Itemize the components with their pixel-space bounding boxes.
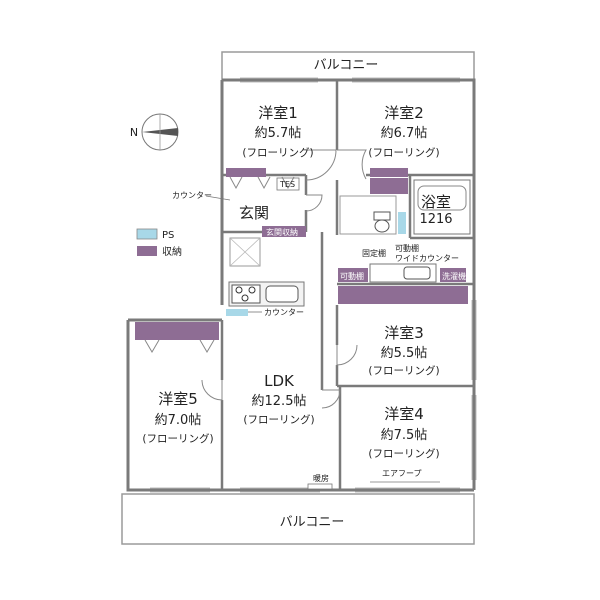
room-type: (フローリング) [243,413,314,426]
balcony-top: バルコニー [221,51,475,81]
genkan-storage-label: 玄関収納 [266,227,298,237]
room-type: (フローリング) [368,447,439,460]
room-type: (フローリング) [368,364,439,377]
room-ldk: LDK 約12.5帖 (フローリング) [243,372,314,426]
air-hook-label: エアフープ [382,469,422,478]
sink-icon [265,285,299,303]
room-size: 約7.5帖 [381,428,428,443]
ps-bath [398,212,406,234]
room-name: 洋室1 [258,104,298,122]
room-yoshitsu1: 洋室1 約5.7帖 (フローリング) [242,104,313,159]
room-yoshitsu2: 洋室2 約6.7帖 (フローリング) [368,104,439,159]
room-size: 約6.7帖 [381,126,428,141]
compass-north-label: N [130,126,138,139]
legend-ps-swatch [136,228,158,240]
ps-areas [226,212,406,316]
bathtub-icon [413,179,471,235]
windows [150,77,477,493]
movable-shelf-wide-label-2: ワイドカウンター [395,254,459,263]
compass-icon: N [130,113,179,151]
room-type: (フローリング) [368,146,439,159]
storage-genkan [262,226,306,237]
exterior-walls [126,78,476,492]
washbasin-counter [369,263,437,283]
fixture-labels: カウンター TES 玄関収納 カウンター 固定棚 可動棚 ワイドカウンター 可動… [172,177,466,490]
washing-machine-label: 洗濯機 [442,271,466,281]
balcony-bottom-label: バルコニー [280,515,345,530]
room-bath: 浴室 1216 [419,193,452,227]
toilet-icon [339,195,397,235]
legend-storage-swatch [137,246,157,256]
legend: PS 収納 [136,228,182,258]
room-size: 約5.7帖 [255,126,302,141]
room-genkan: 玄関 [239,204,269,222]
room-type: (フローリング) [142,432,213,445]
storage-areas [135,168,468,340]
counter-kitchen-label: カウンター [264,308,304,317]
room-type: (フローリング) [242,146,313,159]
room-name: 洋室3 [384,324,424,342]
genkan-floor [229,237,261,267]
room-name: LDK [264,372,295,390]
kitchen-fixtures [228,281,305,307]
storage-washer [440,268,466,282]
storage-yoshitsu5 [135,322,219,340]
storage-yoshitsu3 [338,286,468,304]
storage-movable-shelf [338,268,368,282]
tes-label: TES [279,180,295,189]
movable-shelf-wide-label-1: 可動棚 [395,243,419,253]
balcony-bottom: バルコニー [121,493,475,545]
room-yoshitsu5: 洋室5 約7.0帖 (フローリング) [142,390,213,445]
interior-walls [220,80,474,490]
room-size: 1216 [419,212,452,227]
room-size: 約5.5帖 [381,346,428,361]
ps-kitchen [226,309,248,316]
doors [144,149,367,409]
stove-icon [231,284,261,304]
room-name: 洋室2 [384,104,424,122]
room-size: 約12.5帖 [252,394,307,409]
room-name: 浴室 [421,193,451,211]
storage-yoshitsu2-lower [370,178,408,194]
room-name: 洋室4 [384,405,424,423]
room-yoshitsu3: 洋室3 約5.5帖 (フローリング) [368,324,439,377]
storage-yoshitsu1 [226,168,266,177]
room-name: 玄関 [239,204,269,222]
fixed-shelf-label: 固定棚 [362,248,386,258]
movable-shelf-label: 可動棚 [340,271,364,281]
counter-top-label: カウンター [172,191,212,200]
room-name: 洋室5 [158,390,198,408]
balcony-top-label: バルコニー [314,58,379,73]
legend-storage-label: 収納 [162,245,182,258]
heater-label: 暖房 [313,473,329,483]
room-yoshitsu4: 洋室4 約7.5帖 (フローリング) [368,405,439,460]
room-size: 約7.0帖 [155,413,202,428]
legend-ps-label: PS [162,230,174,241]
storage-yoshitsu2 [370,168,408,177]
